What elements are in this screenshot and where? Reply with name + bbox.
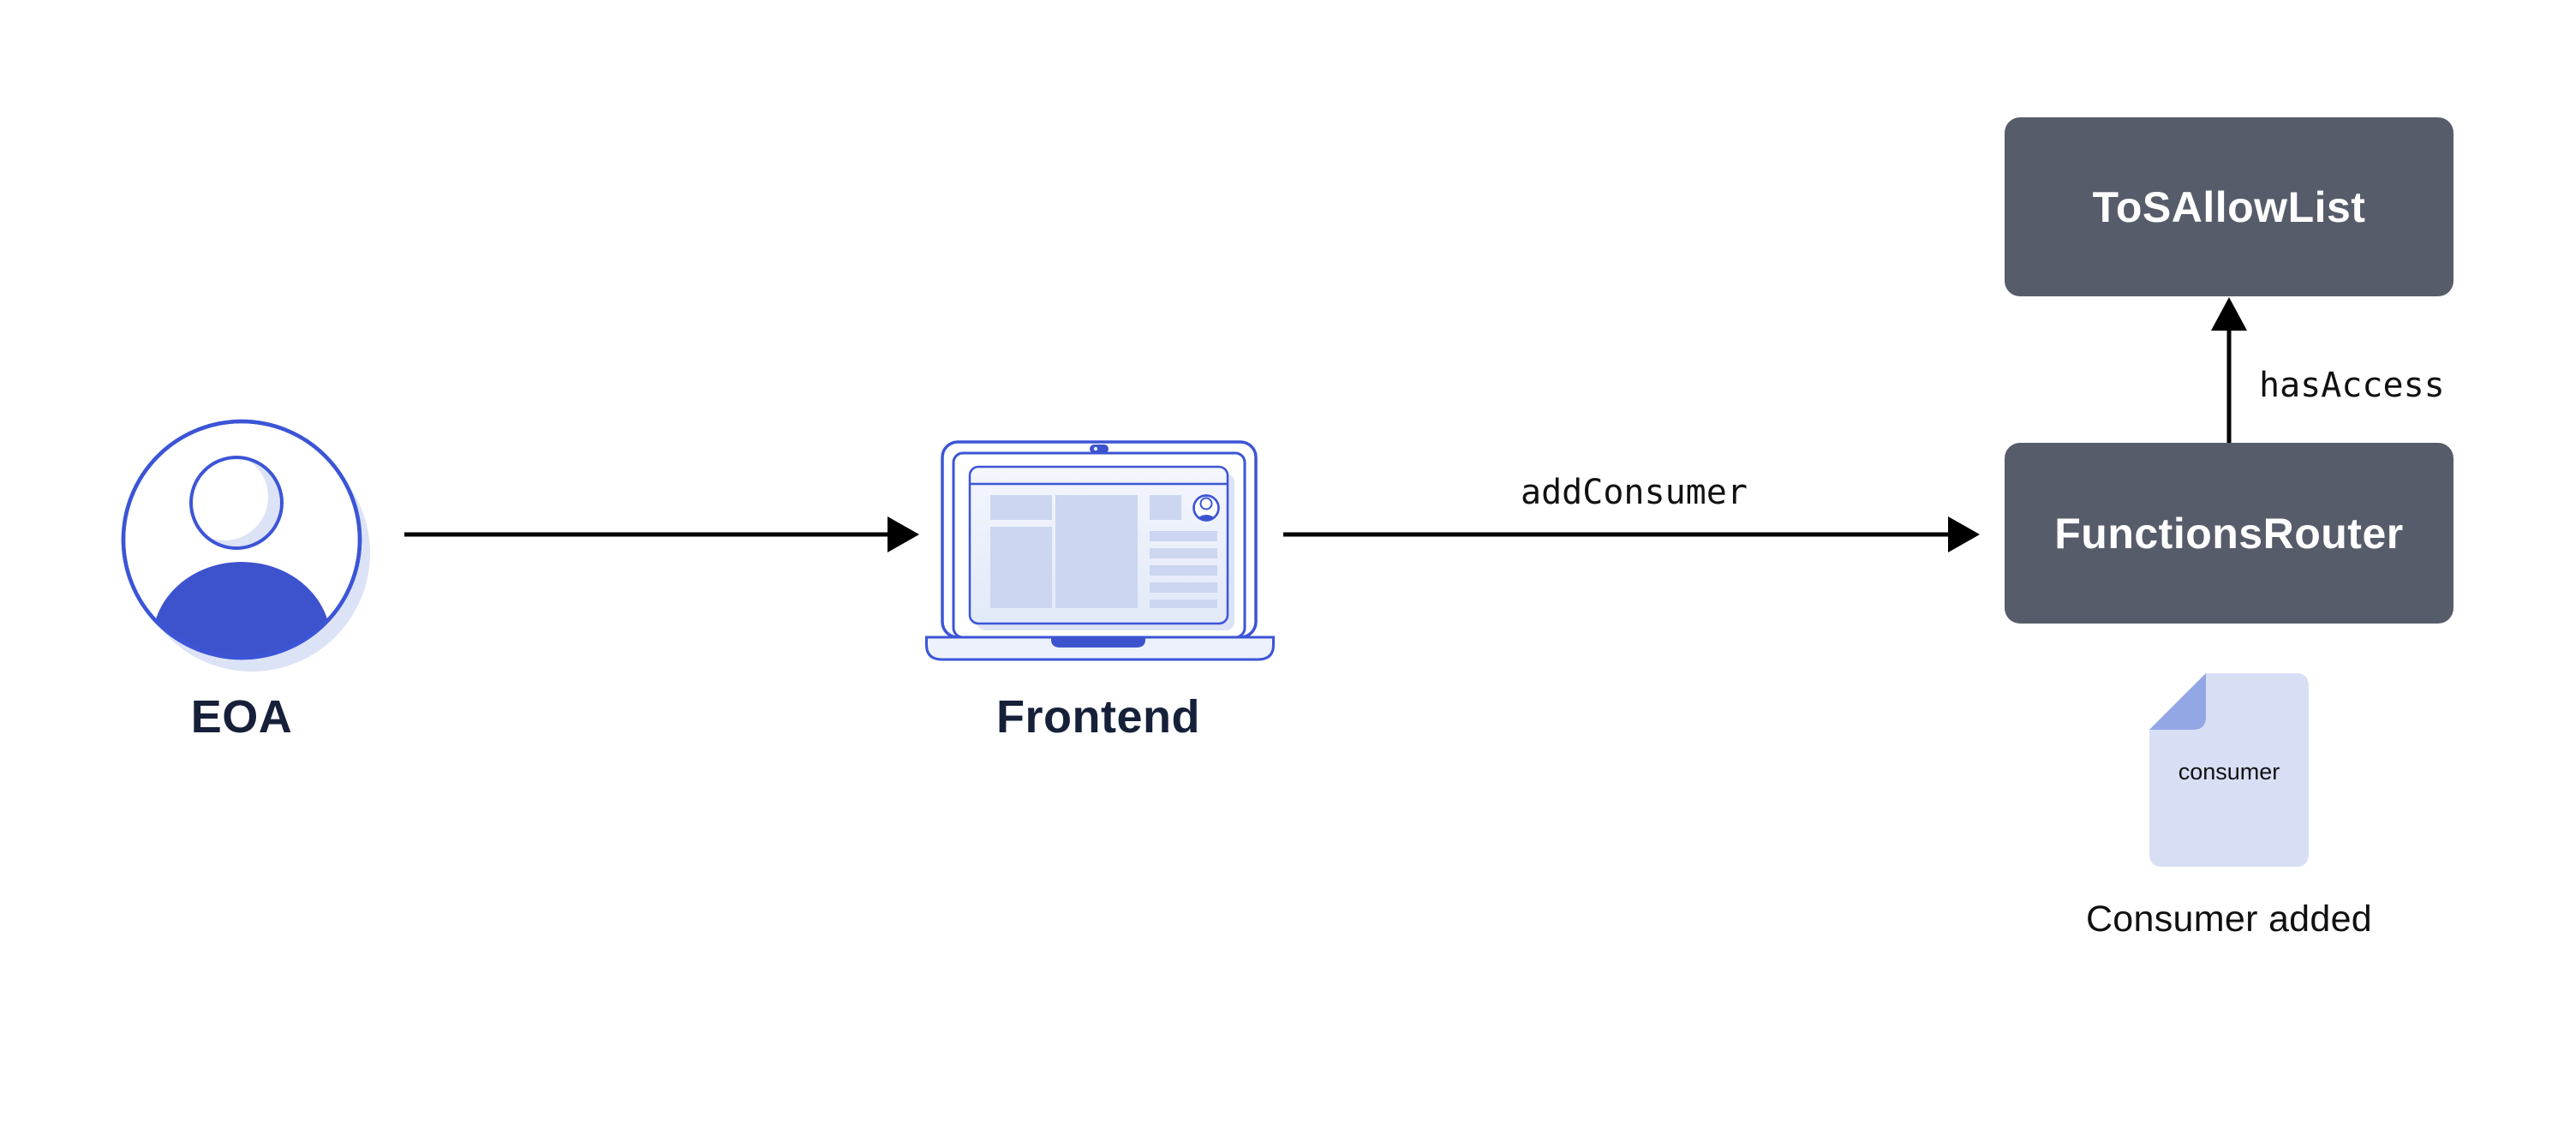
node-label-tos-allow-list: ToSAllowList <box>2092 182 2366 231</box>
arrowhead-right-icon <box>888 516 919 552</box>
avatar-head <box>189 456 284 550</box>
edge-frontend-functionsrouter <box>1283 516 1980 552</box>
edge-label-has-access: hasAccess <box>2259 366 2445 405</box>
file-fold-corner-icon <box>2149 673 2206 730</box>
laptop-icon <box>925 440 1275 661</box>
webcam-icon <box>1090 445 1109 453</box>
browser-content-blocks <box>990 495 1217 608</box>
consumer-file: consumer <box>2149 673 2310 868</box>
edge-functionsrouter-tosallowlist <box>2211 297 2247 443</box>
node-eoa <box>108 408 391 690</box>
edge-label-add-consumer: addConsumer <box>1521 473 1748 512</box>
mini-user-avatar-icon <box>1192 494 1220 522</box>
arrowhead-right-icon <box>1948 516 1980 552</box>
file-label: consumer <box>2179 759 2280 785</box>
node-label-frontend: Frontend <box>996 691 1200 743</box>
node-label-functions-router: FunctionsRouter <box>2054 509 2404 558</box>
node-functions-router: FunctionsRouter <box>2005 443 2453 624</box>
consumer-added-caption: Consumer added <box>2085 898 2373 940</box>
node-label-eoa: EOA <box>190 691 293 743</box>
file-icon: consumer <box>2149 673 2309 867</box>
edge-eoa-frontend <box>404 516 919 552</box>
arrowhead-up-icon <box>2211 297 2247 331</box>
laptop-notch <box>1051 637 1145 648</box>
user-avatar-icon <box>121 419 370 671</box>
laptop-base <box>925 636 1275 661</box>
avatar-shoulders <box>152 562 331 656</box>
node-tos-allow-list: ToSAllowList <box>2005 117 2453 296</box>
node-frontend <box>923 440 1276 661</box>
